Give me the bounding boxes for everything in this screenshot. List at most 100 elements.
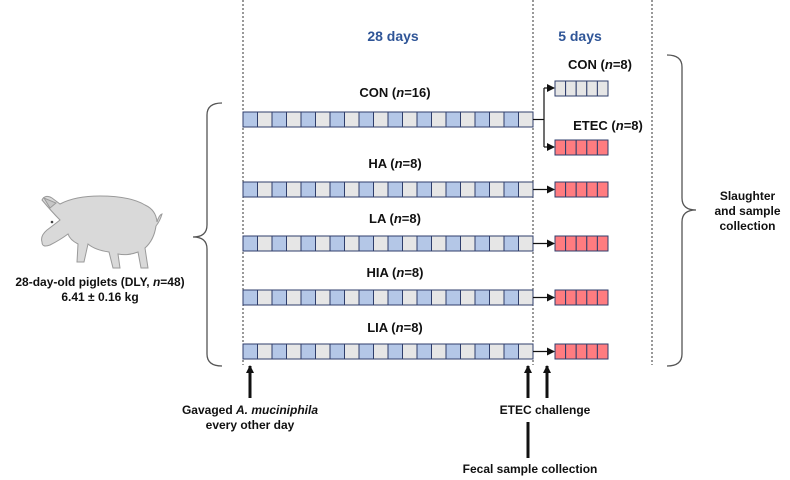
timeline-ha-segment xyxy=(358,181,374,198)
group-label-la: LA (n=8) xyxy=(369,211,421,226)
timeline-hia-segment xyxy=(518,289,534,306)
timeline-lia-segment xyxy=(445,343,461,360)
timeline-hia-segment xyxy=(489,289,505,306)
timeline-con-segment xyxy=(518,111,534,128)
timeline-con-segment xyxy=(489,111,505,128)
timeline-con-segment xyxy=(257,111,273,128)
timeline-con-segment xyxy=(431,111,447,128)
timeline-ha-segment xyxy=(300,181,316,198)
right-brace xyxy=(666,54,697,367)
timeline-la-segment xyxy=(286,235,302,252)
group-label-con-split: CON (n=8) xyxy=(568,57,632,72)
timeline-hia-segment xyxy=(387,289,403,306)
timeline-la-segment xyxy=(329,235,345,252)
timeline-lia-segment xyxy=(518,343,534,360)
post-con-segment xyxy=(586,80,598,97)
timeline-con-segment xyxy=(315,111,331,128)
timeline-ha-segment xyxy=(242,181,258,198)
timeline-con-segment xyxy=(474,111,490,128)
timeline-hia-segment xyxy=(242,289,258,306)
gavage-caption: Gavaged A. muciniphila every other day xyxy=(181,403,319,432)
timeline-la-segment xyxy=(416,235,432,252)
timeline-hia-segment xyxy=(503,289,519,306)
timeline-hia-segment xyxy=(286,289,302,306)
post-etec-segment xyxy=(575,139,588,156)
post-lia-segment xyxy=(554,343,567,360)
piglet-caption-line1: 28-day-old piglets (DLY, n=48) xyxy=(15,275,185,289)
post-hia-segment xyxy=(554,289,567,306)
timeline-ha-segment xyxy=(474,181,490,198)
timeline-ha-segment xyxy=(431,181,447,198)
timeline-con-segment xyxy=(460,111,476,128)
timeline-la-segment xyxy=(300,235,316,252)
post-etec-segment xyxy=(554,139,567,156)
timeline-ha-segment xyxy=(257,181,273,198)
timeline-arrows xyxy=(533,84,555,356)
piglet-caption-line2: 6.41 ± 0.16 kg xyxy=(61,290,139,304)
timeline-la-segment xyxy=(503,235,519,252)
timeline-con-segment xyxy=(416,111,432,128)
fecal-collection-caption: Fecal sample collection xyxy=(462,462,598,476)
post-etec-segment xyxy=(565,139,577,156)
timeline-ha-segment xyxy=(344,181,360,198)
timeline-la-segment xyxy=(387,235,403,252)
timeline-lia-segment xyxy=(387,343,403,360)
timeline-lia-segment xyxy=(460,343,476,360)
timeline-ha-segment xyxy=(416,181,432,198)
timeline-ha-segment xyxy=(329,181,345,198)
timeline-hia-segment xyxy=(474,289,490,306)
timeline-con-segment xyxy=(329,111,345,128)
timeline-la-segment xyxy=(445,235,461,252)
timeline-hia-segment xyxy=(329,289,345,306)
post-la-segment xyxy=(575,235,588,252)
post-etec-segment xyxy=(586,139,598,156)
timeline-hia-segment xyxy=(257,289,273,306)
timeline-con-segment xyxy=(271,111,287,128)
timeline-lia-segment xyxy=(315,343,331,360)
post-hia-segment xyxy=(586,289,598,306)
timeline-la-segment xyxy=(257,235,273,252)
timeline-la-segment xyxy=(489,235,505,252)
post-hia-segment xyxy=(575,289,588,306)
timeline-con-segment xyxy=(242,111,258,128)
timeline-con-segment xyxy=(503,111,519,128)
timeline-lia-segment xyxy=(271,343,287,360)
timeline-la-segment xyxy=(242,235,258,252)
post-la-segment xyxy=(586,235,598,252)
timeline-lia-segment xyxy=(286,343,302,360)
timeline-la-segment xyxy=(344,235,360,252)
post-lia-segment xyxy=(565,343,577,360)
timeline-ha-segment xyxy=(286,181,302,198)
timeline-la-segment xyxy=(518,235,534,252)
post-lia-segment xyxy=(596,343,609,360)
timeline-con-segment xyxy=(300,111,316,128)
timeline-lia-segment xyxy=(358,343,374,360)
post-con-segment xyxy=(596,80,609,97)
timeline-la-segment xyxy=(402,235,418,252)
post-con-segment xyxy=(554,80,567,97)
timeline-lia-segment xyxy=(300,343,316,360)
timeline-hia-segment xyxy=(431,289,447,306)
timeline-la-segment xyxy=(474,235,490,252)
timeline-lia-segment xyxy=(402,343,418,360)
timeline-hia-segment xyxy=(271,289,287,306)
post-ha-segment xyxy=(586,181,598,198)
group-label-hia: HIA (n=8) xyxy=(366,265,424,280)
group-label-ha: HA (n=8) xyxy=(368,156,422,171)
timeline-la-segment xyxy=(315,235,331,252)
timeline-con-segment xyxy=(358,111,374,128)
timeline-hia-segment xyxy=(416,289,432,306)
post-ha-segment xyxy=(565,181,577,198)
post-hia-segment xyxy=(565,289,577,306)
timeline-ha-segment xyxy=(271,181,287,198)
timeline-la-segment xyxy=(373,235,389,252)
timeline-hia-segment xyxy=(402,289,418,306)
timeline-hia-segment xyxy=(358,289,374,306)
post-etec-segment xyxy=(596,139,609,156)
group-label-etec-split: ETEC (n=8) xyxy=(573,118,643,133)
timeline-ha-segment xyxy=(315,181,331,198)
etec-challenge-caption: ETEC challenge xyxy=(499,403,591,417)
group-label-con: CON (n=16) xyxy=(359,85,431,100)
